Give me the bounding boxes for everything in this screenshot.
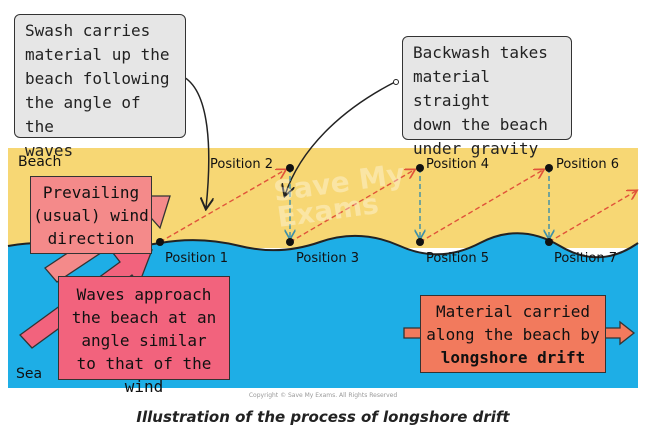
beach-label: Beach	[18, 154, 61, 170]
position-label-4: Position 4	[426, 157, 490, 172]
position-label-2: Position 2	[210, 157, 274, 172]
swash-arrow-4	[548, 191, 636, 243]
position-dot-7	[545, 238, 553, 246]
backwash-callout: Backwash takes material straight down th…	[402, 36, 572, 158]
position-dot-2	[286, 164, 294, 172]
position-dot-6	[545, 164, 553, 172]
position-label-6: Position 6	[556, 157, 620, 172]
drift-text-line-2: along the beach by	[426, 325, 600, 344]
drift-text-line-1: Material carried	[435, 302, 591, 321]
figure-caption: Illustration of the process of longshore…	[136, 408, 510, 426]
backwash-pointer-dot	[393, 79, 399, 85]
longshore-drift-box: Material carried along the beach by long…	[420, 295, 606, 373]
wave-approach-box: Waves approach the beach at an angle sim…	[58, 276, 230, 396]
position-label-5: Position 5	[426, 251, 490, 266]
position-dot-4	[416, 164, 424, 172]
position-dot-1	[156, 238, 164, 246]
swash-arrow-1	[159, 170, 285, 243]
position-label-7: Position 7	[554, 251, 618, 266]
position-label-1: Position 1	[165, 251, 229, 266]
position-label-3: Position 3	[296, 251, 360, 266]
position-dot-5	[416, 238, 424, 246]
sea-label: Sea	[16, 366, 43, 382]
swash-callout: Swash carries material up the beach foll…	[14, 14, 186, 160]
backwash-pointer-arrow	[285, 81, 396, 195]
position-dot-3	[286, 238, 294, 246]
swash-pointer-arrow	[181, 75, 209, 208]
wind-direction-box: Prevailing (usual) wind direction	[30, 176, 152, 254]
drift-text-bold: longshore drift	[440, 348, 586, 367]
copyright-notice: Copyright © Save My Exams. All Rights Re…	[248, 392, 398, 399]
